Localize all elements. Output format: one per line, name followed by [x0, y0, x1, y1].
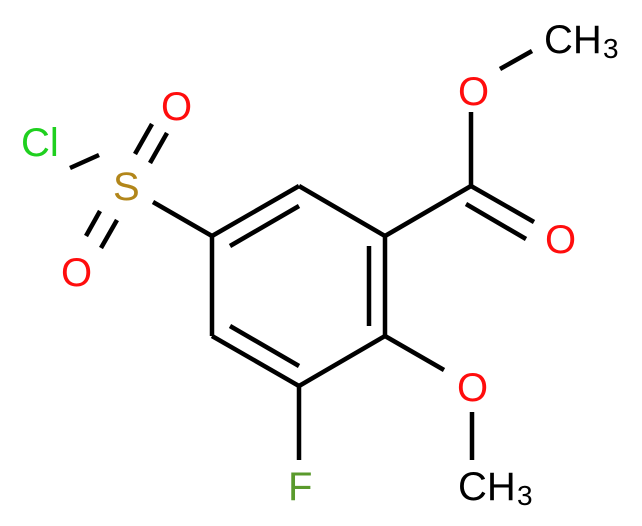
c-o-double-bond: [469, 184, 536, 224]
ring-inner-double-bond: [228, 324, 301, 368]
c-carbonyl-bond: [383, 184, 473, 238]
sulfur-label: S: [113, 165, 140, 209]
ring-bond: [297, 184, 387, 238]
c-o-methoxy-bond: [383, 334, 446, 372]
ring-inner-double-bond: [228, 204, 301, 248]
ester-methyl-label: CH 3: [544, 18, 619, 64]
chlorine-label: Cl: [21, 121, 59, 165]
carbonyl-oxygen-label: O: [545, 218, 576, 262]
sulfonyl-oxygen-bottom-label: O: [61, 251, 92, 295]
methoxy-methyl-text: CH: [458, 465, 516, 509]
s-o-double-bond: [84, 209, 102, 238]
s-o-double-bond: [99, 218, 119, 250]
atom-labels: Cl S O O O O CH 3 O CH 3 F: [21, 18, 619, 511]
s-o-double-bond: [148, 131, 169, 165]
s-cl-bond: [69, 152, 100, 171]
s-o-double-bond: [133, 122, 154, 156]
ring-bond: [297, 334, 387, 388]
ring-bond: [210, 184, 301, 238]
ester-oxygen-label: O: [458, 70, 489, 114]
bonds: [69, 49, 536, 460]
ester-methyl-subscript: 3: [603, 33, 619, 64]
ester-methyl-text: CH: [544, 18, 602, 62]
c-s-bond: [151, 200, 214, 238]
methoxy-methyl-subscript: 3: [517, 480, 533, 511]
methoxy-methyl-label: CH 3: [458, 465, 533, 511]
o-ch3-bond: [498, 49, 534, 71]
ring-bond: [210, 334, 301, 388]
sulfonyl-oxygen-top-label: O: [161, 85, 192, 129]
methoxy-oxygen-label: O: [457, 366, 488, 410]
c-o-double-bond: [464, 202, 528, 241]
fluorine-label: F: [288, 465, 312, 509]
